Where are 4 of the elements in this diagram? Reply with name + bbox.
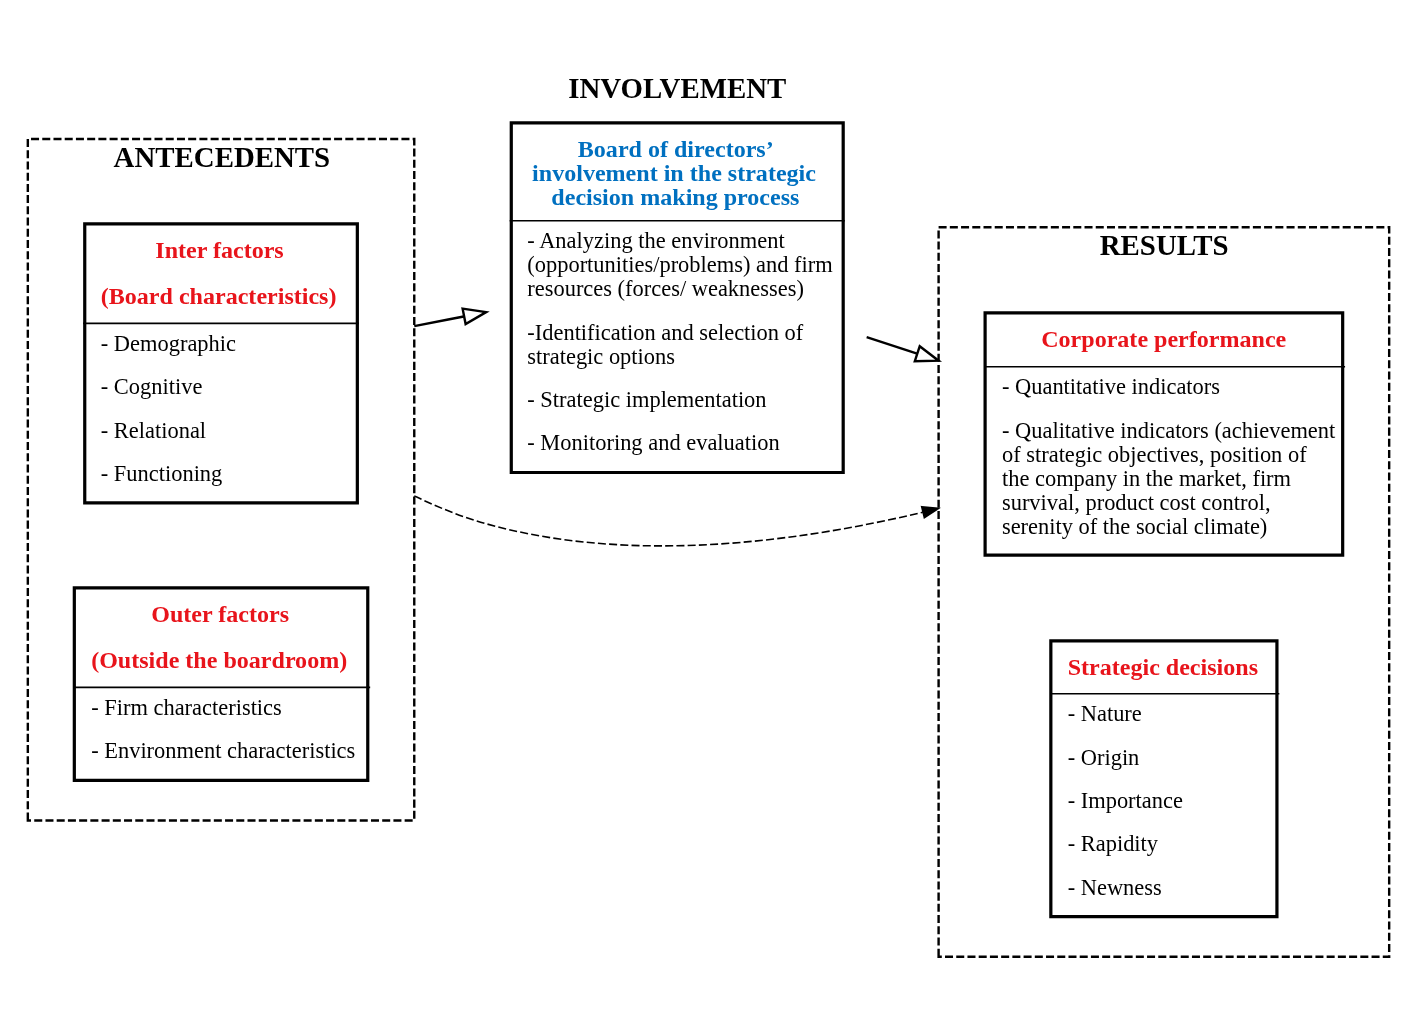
arrow xyxy=(413,495,941,547)
arrow xyxy=(414,307,490,328)
arrow xyxy=(866,335,943,363)
node-label: INVOLVEMENT xyxy=(568,71,787,104)
